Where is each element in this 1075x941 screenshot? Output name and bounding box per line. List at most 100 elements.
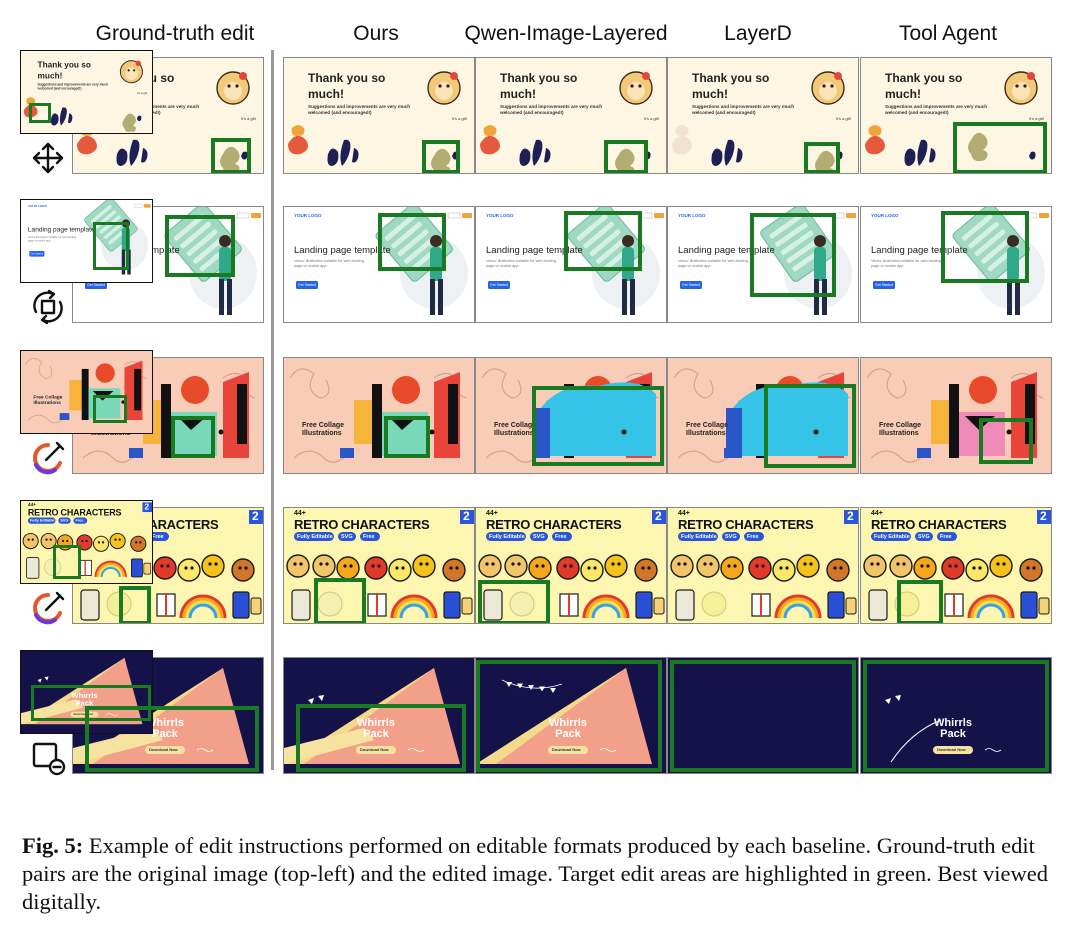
chip-pill xyxy=(294,532,334,541)
retro-art xyxy=(478,510,666,621)
landing-cta: Get Started xyxy=(682,282,700,287)
thanks-art xyxy=(77,71,250,173)
landing-subtitle: Vector illustration suitable for web lan… xyxy=(871,259,941,268)
shape-blob xyxy=(480,135,500,155)
retro-character xyxy=(364,556,388,580)
rainbow-band xyxy=(783,603,813,619)
landing-title: Landing page template xyxy=(294,245,391,256)
edit-highlight-box xyxy=(532,386,664,466)
rotate-head xyxy=(47,289,56,300)
dot-black xyxy=(429,429,435,435)
person-head xyxy=(1007,235,1019,247)
landing-title: Landing page template xyxy=(27,226,95,234)
collage-art xyxy=(673,368,851,463)
shape-blob xyxy=(129,139,140,166)
badge-box xyxy=(460,510,474,524)
nav-button-accent xyxy=(654,213,664,218)
rotate-icon xyxy=(29,288,67,326)
cup xyxy=(1038,597,1050,615)
chip-pill xyxy=(58,517,71,524)
shape-blob xyxy=(241,151,248,160)
recolor-icon xyxy=(33,591,65,625)
retro-character xyxy=(40,532,57,550)
collage-art xyxy=(289,368,467,463)
edit-highlight-box xyxy=(165,215,235,277)
retro-badge: 2 xyxy=(655,509,662,523)
retro-character xyxy=(528,556,552,580)
landing-logo: YOUR LOGO xyxy=(294,213,322,218)
phone-line xyxy=(103,220,126,240)
character-eye xyxy=(425,562,429,566)
retro-character xyxy=(388,558,412,582)
landing-cta: Get Started xyxy=(87,282,105,287)
retro-chip-label: Fully Editable xyxy=(874,533,910,540)
doodle-line xyxy=(866,368,907,399)
character-eye xyxy=(593,566,597,570)
dot-black xyxy=(121,400,125,404)
rainbow-band xyxy=(96,562,125,577)
inset-scaler: Free Collage Illustrations xyxy=(21,351,152,432)
shape-blob xyxy=(736,148,743,163)
chip-pill xyxy=(360,532,380,541)
character-eye xyxy=(139,541,142,544)
person-leg xyxy=(822,279,827,315)
character-eye xyxy=(779,566,783,570)
retro-character xyxy=(504,554,528,578)
rainbow-band xyxy=(100,566,121,578)
collage-art xyxy=(481,368,659,463)
shape-blob xyxy=(327,148,339,166)
rainbow-band xyxy=(188,603,218,619)
landing-cta: Get Started xyxy=(875,282,893,287)
phone-line xyxy=(769,214,802,239)
person-head xyxy=(219,235,231,247)
retro-character xyxy=(153,556,177,580)
landing-logo: YOUR LOGO xyxy=(678,213,706,218)
arrow-head xyxy=(55,151,64,165)
character-eye xyxy=(135,541,138,544)
shape-blob xyxy=(77,135,97,155)
phone-line xyxy=(968,221,1000,249)
person-leg xyxy=(438,279,443,315)
result-thanks-1: Thank you so much!Suggestions and improv… xyxy=(283,57,475,174)
edit-highlight-box xyxy=(384,416,430,458)
rotate-square xyxy=(40,299,56,315)
badge-box xyxy=(142,502,152,513)
shape-blob xyxy=(917,139,928,166)
character-eye xyxy=(839,566,843,570)
monkey-eye xyxy=(438,84,442,88)
character-eye xyxy=(954,564,958,568)
shape-blob xyxy=(116,148,128,166)
chip-pill xyxy=(871,532,911,541)
monkey-eye xyxy=(830,84,834,88)
character-eye xyxy=(293,562,297,566)
character-eye xyxy=(190,566,194,570)
shape-blob xyxy=(352,148,359,163)
monkey-bow xyxy=(834,72,842,80)
collage-title: Free Collage Illustrations xyxy=(302,422,345,437)
rainbow-band xyxy=(390,594,438,619)
retro-art xyxy=(286,510,474,621)
column-header-qwen: Qwen-Image-Layered xyxy=(464,22,668,45)
monkey-bow xyxy=(239,72,247,80)
character-eye xyxy=(118,538,121,541)
character-eye xyxy=(511,562,515,566)
retro-chip-label: Free xyxy=(75,518,84,523)
recolor-icon xyxy=(33,441,65,475)
character-eye xyxy=(683,562,687,566)
character-eye xyxy=(761,564,765,568)
cup xyxy=(461,597,473,615)
character-eye xyxy=(85,539,88,543)
retro-character xyxy=(442,558,466,582)
shape-blob xyxy=(672,135,692,155)
nav-button-accent xyxy=(462,213,472,218)
character-eye xyxy=(66,539,69,543)
character-eye xyxy=(996,562,1000,566)
retro-character xyxy=(556,556,580,580)
character-eye xyxy=(97,541,101,544)
retro-character xyxy=(177,558,201,582)
retro-chip-label: Fully Editable xyxy=(29,518,55,523)
move-icon xyxy=(32,142,64,174)
